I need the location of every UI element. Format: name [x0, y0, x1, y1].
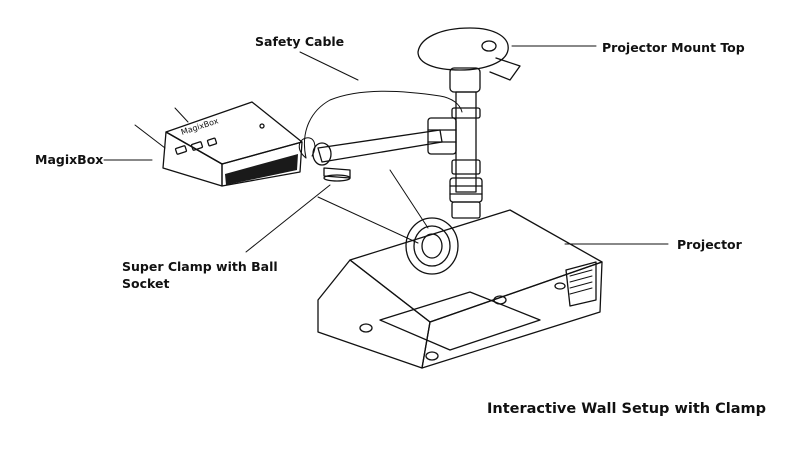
projector-label: Projector: [677, 237, 742, 252]
mount-top-bracket: [489, 57, 521, 81]
projector-top-face: [349, 209, 603, 323]
projector-foot-4: [554, 282, 566, 290]
diagram-caption: Interactive Wall Setup with Clamp: [487, 401, 767, 417]
projector-vent-slat: [569, 269, 593, 277]
projector-vent-slats: [569, 269, 593, 295]
magixbox-port-3: [206, 137, 218, 147]
projector-vent-slat: [569, 287, 593, 295]
magixbox-front-face: [162, 131, 223, 187]
projector-side-face: [421, 261, 603, 369]
projector-lens-inner: [421, 233, 443, 259]
super-clamp-label-line2: Socket: [122, 276, 170, 291]
mount-pole: [455, 91, 477, 193]
leader-magixbox-device-1: [134, 124, 166, 149]
projector-bottom-panel: [379, 291, 541, 351]
mount-collar-2: [451, 159, 481, 175]
magixbox-label: MagixBox: [35, 152, 104, 167]
leader-clamp-ball: [389, 169, 429, 229]
super-clamp-label: Super Clamp with Ball Socket: [122, 258, 292, 292]
super-clamp-arm: [312, 117, 457, 182]
projector-lens-ring: [413, 225, 451, 267]
mount-collar-1: [451, 107, 481, 119]
mount-base: [451, 201, 481, 219]
projector-mount: [417, 27, 521, 219]
magixbox-side-face: [221, 141, 303, 187]
magixbox-screw: [259, 123, 265, 129]
magixbox-port-2: [190, 141, 204, 151]
projector-vent-slat: [569, 281, 593, 289]
leader-magixbox-device-2: [174, 107, 189, 123]
projector-vent-slat: [569, 275, 593, 283]
leader-projector-lens: [317, 196, 419, 244]
clamp-jaw: [427, 117, 457, 155]
projector-foot-2: [425, 351, 439, 361]
projector-front-face: [317, 259, 431, 369]
mount-collar-3: [449, 177, 483, 203]
clamp-knob-end: [323, 174, 351, 182]
leader-safety-cable: [299, 51, 359, 81]
leader-lines: [103, 45, 669, 253]
magixbox-grille: [225, 154, 298, 185]
safety-cable-label: Safety Cable: [255, 34, 345, 49]
mount-top-plate: [417, 27, 509, 71]
safety-cable: [304, 90, 463, 159]
super-clamp-label-line1: Super Clamp with Ball: [122, 259, 278, 274]
clamp-rod: [317, 129, 443, 163]
clamp-ball-socket: [312, 142, 332, 166]
projector-vent-panel: [565, 261, 597, 307]
leader-super-clamp: [245, 184, 331, 253]
magixbox-port-1: [174, 145, 188, 155]
mount-top-hole: [481, 40, 497, 52]
projector-lens-outer: [405, 217, 459, 275]
projector-foot-1: [359, 323, 373, 333]
projector-foot-3: [493, 295, 507, 305]
magixbox-device: MagixBox: [162, 101, 303, 187]
projector: [317, 209, 603, 369]
mount-neck: [449, 67, 481, 93]
projector-mount-top-label: Projector Mount Top: [602, 40, 745, 55]
